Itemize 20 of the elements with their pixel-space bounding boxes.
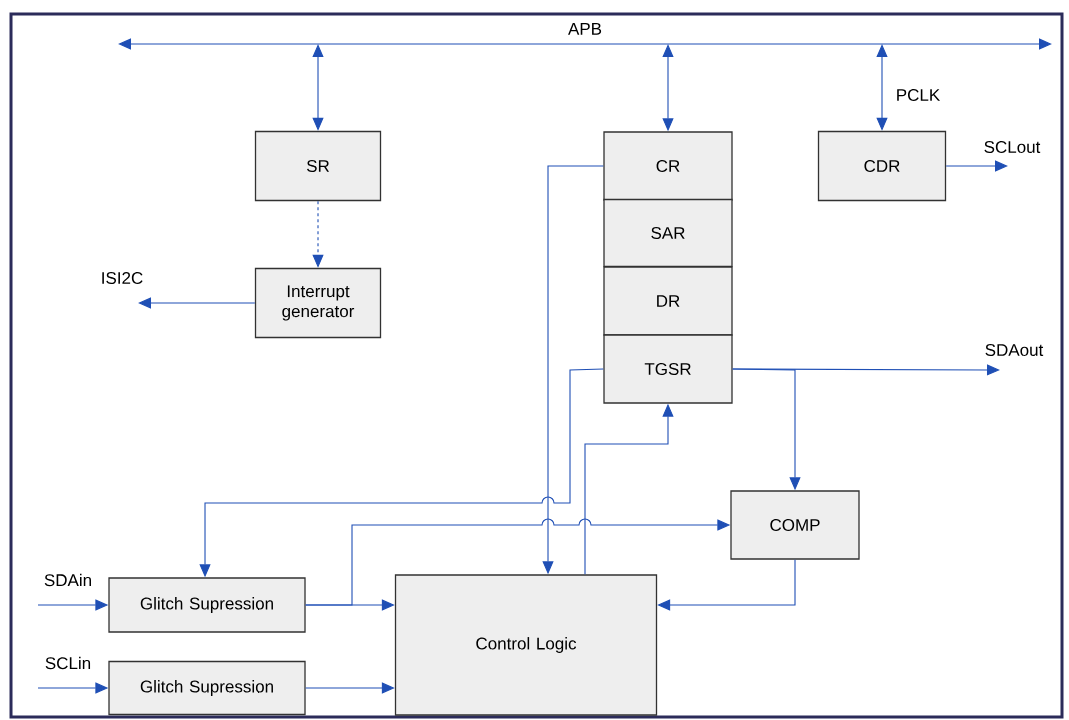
- arrow: [945, 160, 1008, 172]
- filter-box: Glitch Supression: [108, 660, 306, 716]
- signal-label: SDAout: [983, 343, 1045, 357]
- register-box: SAR: [603, 198, 733, 268]
- logic-box: Control Logic: [394, 574, 658, 716]
- register-box: TGSR: [603, 334, 733, 404]
- signal-label: SCLout: [982, 140, 1042, 154]
- signal-label: SCLin: [43, 655, 93, 671]
- filter-box: Glitch Supression: [108, 577, 306, 633]
- arrow: [138, 297, 256, 309]
- signal-label: SDAin: [42, 572, 94, 588]
- bus-label: APB: [568, 22, 602, 35]
- register-box: SR: [254, 130, 382, 202]
- register-box: CR: [603, 131, 733, 201]
- register-box: DR: [603, 266, 733, 336]
- register-box: CDR: [817, 130, 947, 202]
- generator-box: Interrupt generator: [254, 267, 382, 339]
- signal-label: ISI2C: [99, 271, 145, 285]
- comparator-box: COMP: [730, 490, 860, 560]
- signal-label: PCLK: [894, 88, 942, 102]
